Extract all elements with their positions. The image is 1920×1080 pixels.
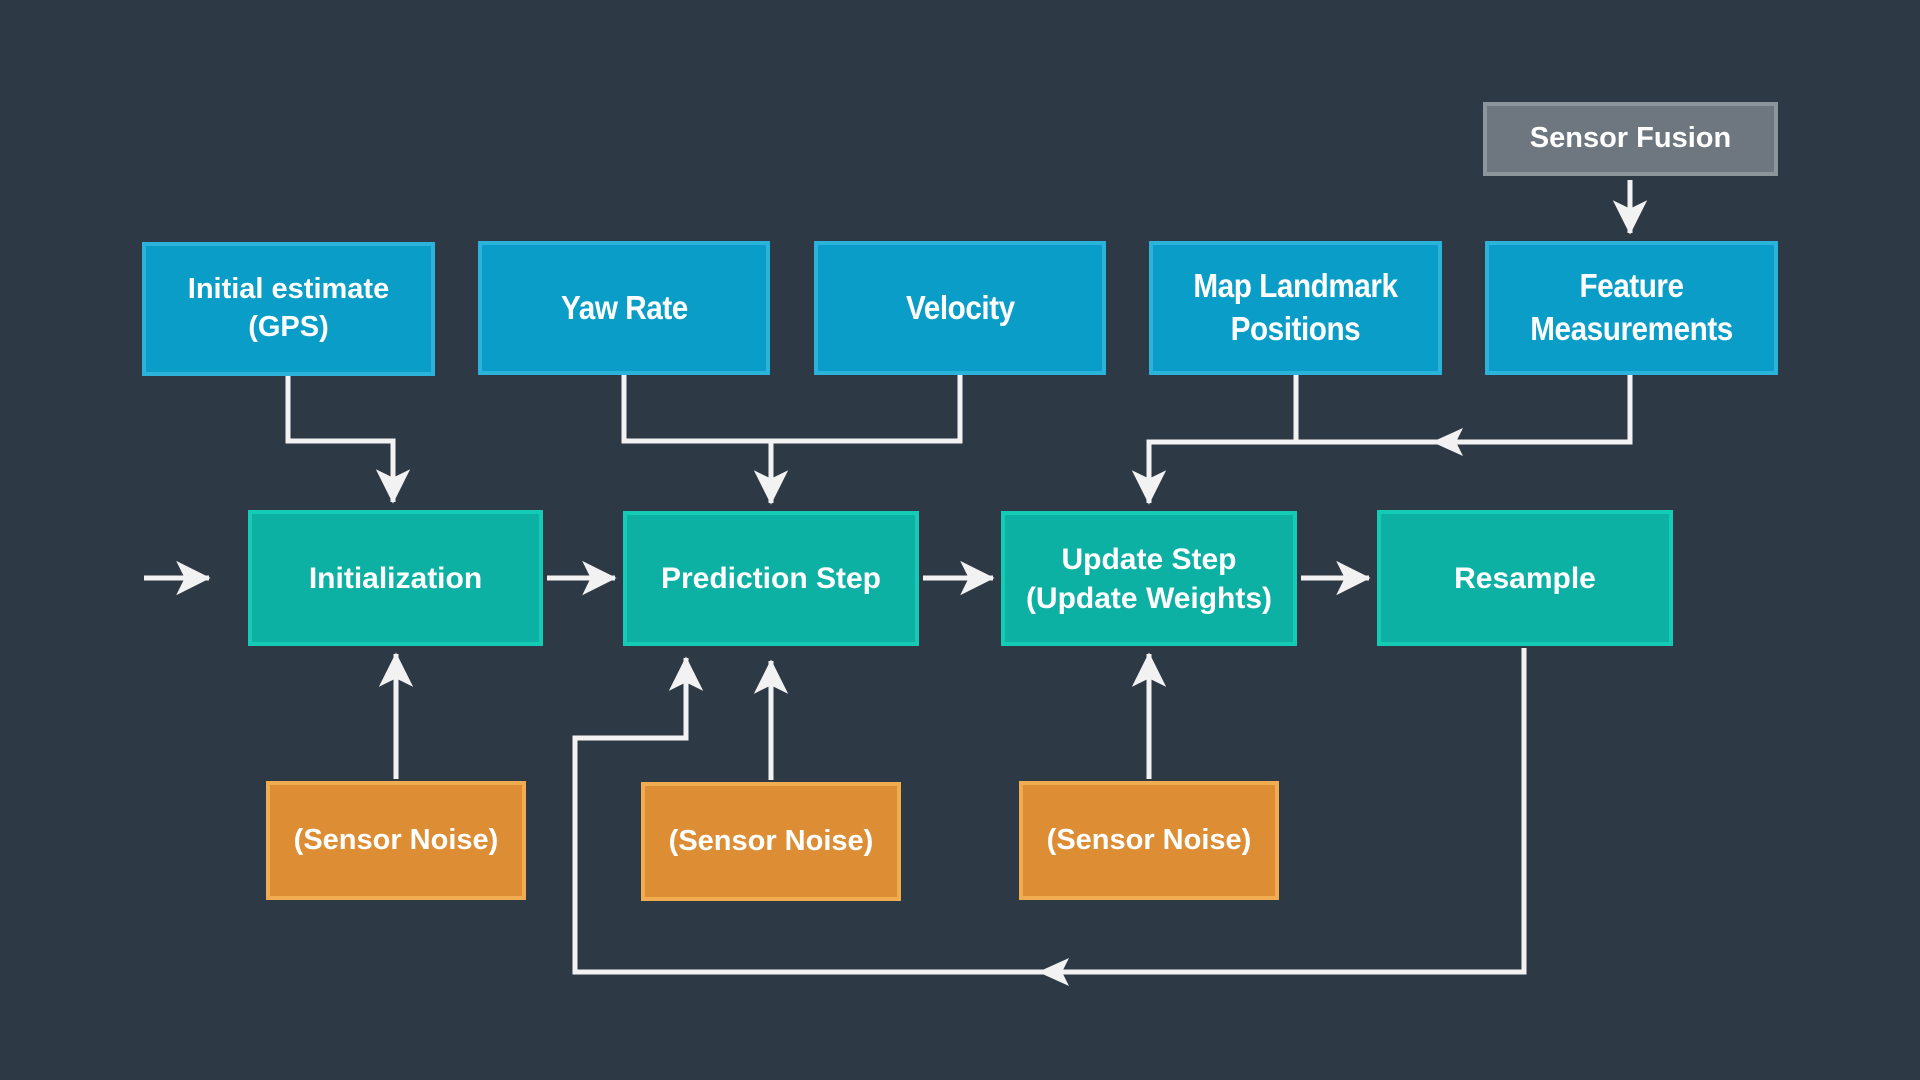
node-resample: Resample xyxy=(1377,510,1673,646)
node-sensor-noise-1: (Sensor Noise) xyxy=(266,781,526,900)
node-feature-measurements: Feature Measurements xyxy=(1485,241,1778,375)
node-map-landmark-positions: Map Landmark Positions xyxy=(1149,241,1442,375)
node-velocity: Velocity xyxy=(814,241,1106,375)
node-feature-measurements-label: Feature Measurements xyxy=(1530,267,1733,347)
edge-yawrate-velocity-bracket xyxy=(621,375,963,444)
node-resample-label: Resample xyxy=(1454,561,1596,595)
node-sensor-noise-3-label: (Sensor Noise) xyxy=(1046,823,1252,856)
node-yaw-rate-label: Yaw Rate xyxy=(560,288,688,326)
node-yaw-rate: Yaw Rate xyxy=(478,241,770,375)
node-initialization-label: Initialization xyxy=(308,561,483,595)
node-map-landmark-positions-label: Map Landmark Positions xyxy=(1193,267,1398,347)
node-update-step-label: Update Step (Update Weights) xyxy=(1025,542,1273,615)
node-initialization: Initialization xyxy=(248,510,543,646)
node-prediction-step-label: Prediction Step xyxy=(660,562,882,595)
node-sensor-noise-1-label: (Sensor Noise) xyxy=(293,823,499,856)
arrowhead-feature-left xyxy=(1432,428,1463,456)
node-initial-estimate: Initial estimate (GPS) xyxy=(142,242,435,376)
node-sensor-noise-2: (Sensor Noise) xyxy=(641,782,901,901)
edge-featuremeasurements-update xyxy=(1131,375,1633,505)
edge-resample-feedback xyxy=(572,648,1527,975)
node-initial-estimate-label: Initial estimate (GPS) xyxy=(187,273,390,343)
node-sensor-noise-3: (Sensor Noise) xyxy=(1019,781,1279,900)
edge-initialestimate-initialization xyxy=(285,376,411,504)
node-sensor-fusion-label: Sensor Fusion xyxy=(1529,122,1732,155)
node-sensor-fusion: Sensor Fusion xyxy=(1483,102,1778,176)
node-sensor-noise-2-label: (Sensor Noise) xyxy=(668,824,874,857)
arrowhead-feedback-left xyxy=(1038,958,1069,986)
node-prediction-step: Prediction Step xyxy=(623,511,919,646)
node-update-step: Update Step (Update Weights) xyxy=(1001,511,1297,646)
node-velocity-label: Velocity xyxy=(905,288,1015,326)
